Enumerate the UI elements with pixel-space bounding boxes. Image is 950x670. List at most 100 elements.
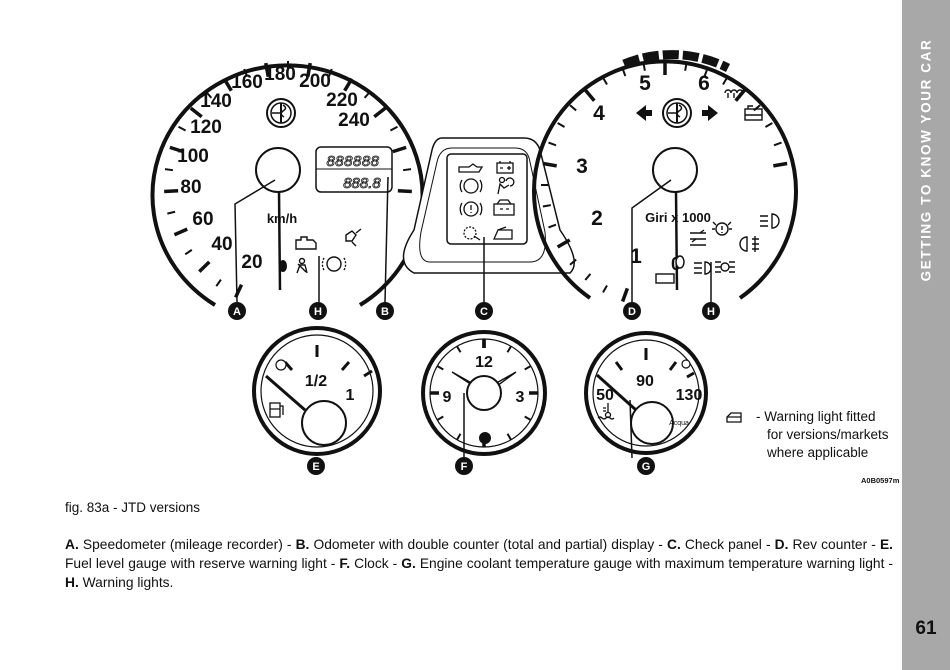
- gauge-tick: [389, 125, 398, 132]
- speed-label-120: 120: [190, 117, 222, 138]
- gauge-tick: [621, 68, 627, 77]
- turn-right-icon: [702, 105, 718, 121]
- speed-label-160: 160: [231, 72, 263, 93]
- legend-key-d: D.: [774, 537, 789, 552]
- boot-open-icon: [492, 226, 513, 240]
- gauge-tick: [764, 122, 773, 128]
- gauge-tick: [222, 77, 233, 92]
- svg-text:E: E: [312, 461, 319, 473]
- gauge-tick: [506, 345, 512, 353]
- rear-fog-icon: [739, 236, 759, 252]
- legend-text-d: Rev counter -: [788, 537, 880, 552]
- fuel-gauge: 1/2 1: [252, 326, 382, 456]
- gauge-tick: [436, 365, 444, 371]
- gauge-tick: [684, 62, 688, 71]
- callout-g: G: [637, 457, 655, 475]
- odometer-total: 888888: [326, 153, 379, 170]
- svg-text:H: H: [314, 306, 322, 318]
- preheating-icon: [724, 89, 744, 98]
- rev-brand-logo-icon: [662, 98, 692, 128]
- gauge-tick: [569, 104, 577, 112]
- note-line-3: where applicable: [767, 445, 869, 460]
- speed-label-100: 100: [177, 146, 209, 167]
- water-in-fuel-icon: [744, 105, 763, 121]
- optional-light-note: - Warning light fitted for versions/mark…: [756, 408, 889, 462]
- rev-label-6: 6: [698, 72, 710, 95]
- engine-check-icon: [295, 236, 317, 250]
- legend-text-a: Speedometer (mileage recorder) -: [78, 537, 296, 552]
- gauge-tick: [167, 210, 176, 215]
- gauge-tick: [198, 260, 211, 273]
- legend-key-c: C.: [667, 537, 681, 552]
- gauge-tick: [164, 168, 174, 172]
- gauge-tick: [773, 161, 788, 168]
- speedometer-indicator-dot: [279, 260, 287, 272]
- rev-indicator-light: [675, 255, 685, 269]
- legend-key-b: B.: [295, 537, 310, 552]
- sidelights-icon: [715, 261, 735, 273]
- page-number: 61: [915, 618, 937, 639]
- speedometer-scale: 20 40 60 80 100 120 140 160 180 200 220 …: [177, 64, 370, 273]
- svg-text:B: B: [381, 306, 389, 318]
- gauge-tick: [178, 125, 187, 132]
- clock-label-12: 12: [475, 354, 493, 371]
- rev-counter-warning-lights: [655, 89, 780, 284]
- gauge-tick: [556, 238, 571, 249]
- fuel-reserve-light: [275, 359, 287, 371]
- headlight-icon: [760, 213, 780, 229]
- coolant-label-130: 130: [676, 387, 703, 404]
- coolant-label: Acqua: [669, 420, 689, 427]
- coolant-label-50: 50: [596, 387, 614, 404]
- immobilizer-icon: [463, 226, 481, 241]
- legend-text-g: Engine coolant temperature gauge with ma…: [415, 556, 893, 571]
- speed-label-20: 20: [241, 252, 262, 273]
- odometer-display: 888888 888.8: [315, 146, 393, 193]
- gauge-tick: [773, 141, 782, 147]
- rev-label-1: 1: [630, 245, 642, 268]
- instrument-panel-figure: 20 40 60 80 100 120 140 160 180 200 220 …: [150, 50, 798, 475]
- svg-text:F: F: [461, 461, 468, 473]
- brand-logo-icon: [266, 98, 296, 128]
- gauge-tick: [397, 189, 412, 194]
- svg-text:A: A: [233, 306, 241, 318]
- clock-label-3: 3: [516, 389, 525, 406]
- gauge-tick: [402, 168, 412, 172]
- svg-text:C: C: [480, 306, 488, 318]
- brake-pad-icon: [321, 256, 347, 272]
- gauge-tick: [264, 62, 270, 78]
- fuel-pump-icon: [269, 402, 284, 418]
- gauge-tick: [363, 91, 371, 99]
- gauge-tick: [456, 433, 462, 441]
- optional-light-icon: [726, 412, 742, 423]
- gauge-tick: [542, 161, 557, 168]
- speed-label-140: 140: [200, 91, 232, 112]
- gauge-tick: [328, 68, 333, 77]
- coolant-warning-light: [681, 359, 691, 369]
- legend-key-a: A.: [65, 537, 79, 552]
- callout-f: F: [455, 457, 473, 475]
- legend-text-e: Fuel level gauge with reserve warning li…: [65, 556, 340, 571]
- clock-label-9: 9: [443, 389, 452, 406]
- gauge-tick: [548, 141, 557, 147]
- gauge-tick: [306, 62, 312, 78]
- airbag-icon: [497, 176, 515, 195]
- odometer-partial: 888.8: [343, 175, 381, 192]
- section-title: GETTING TO KNOW YOUR CAR: [918, 38, 934, 282]
- gauge-tick: [205, 91, 213, 99]
- rev-counter-needle: [674, 191, 679, 291]
- legend-key-e: E.: [879, 537, 893, 552]
- legend-text-c: Check panel -: [680, 537, 775, 552]
- thermometer-icon: [597, 403, 615, 420]
- gauge-tick: [215, 279, 222, 287]
- legend-text-f: Clock -: [350, 556, 402, 571]
- gauge-tick: [542, 204, 551, 208]
- callout-b: B: [376, 302, 394, 320]
- figure-code: A0B0597m: [861, 476, 900, 485]
- gauge-tick: [620, 287, 630, 303]
- front-fog-icon: [694, 261, 712, 275]
- door-open-icon: [493, 199, 515, 216]
- coolant-gauge: 90 130 50 Acqua: [584, 331, 708, 455]
- speedometer-needle: [277, 191, 282, 291]
- speed-label-240: 240: [338, 110, 370, 131]
- gauge-tick: [392, 145, 407, 154]
